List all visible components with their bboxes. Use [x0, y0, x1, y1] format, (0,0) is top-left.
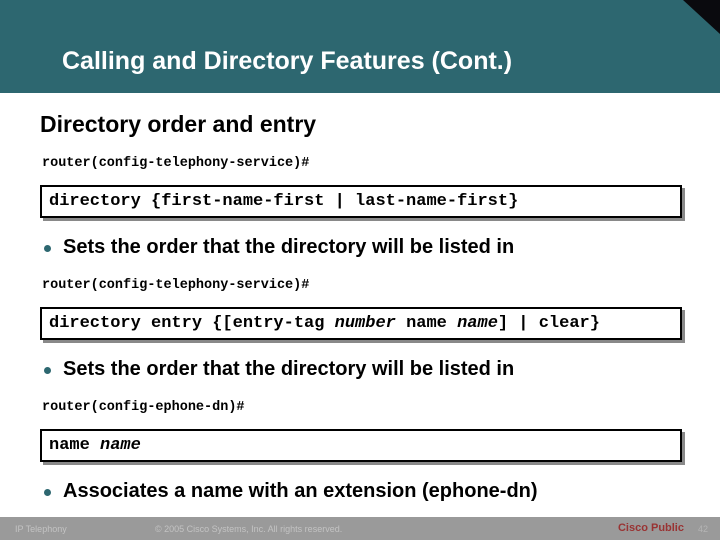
slide-header: Calling and Directory Features (Cont.) — [0, 0, 720, 93]
command-text: name name — [49, 436, 141, 455]
bullet-dot-icon — [44, 244, 51, 252]
bullet-item: Sets the order that the directory will b… — [42, 235, 682, 259]
cli-prompt: router(config-telephony-service)# — [42, 278, 310, 293]
cli-prompt: router(config-ephone-dn)# — [42, 400, 245, 415]
bullet-text: Associates a name with an extension (eph… — [63, 480, 538, 502]
command-text: directory entry {[entry-tag number name … — [49, 314, 600, 333]
bullet-text: Sets the order that the directory will b… — [63, 236, 515, 258]
command-section-directory-entry: router(config-telephony-service)# direct… — [0, 278, 720, 381]
bullet-dot-icon — [44, 366, 51, 374]
corner-triangle-decoration — [683, 0, 720, 34]
page-number: 42 — [697, 524, 708, 534]
command-box: directory entry {[entry-tag number name … — [40, 307, 682, 340]
bullet-item: Sets the order that the directory will b… — [42, 357, 682, 381]
command-box: name name — [40, 429, 682, 462]
cli-prompt: router(config-telephony-service)# — [42, 156, 310, 171]
slide-body: Directory order and entry router(config-… — [0, 93, 720, 503]
command-section-ephone-dn-name: router(config-ephone-dn)# name name Asso… — [0, 400, 720, 503]
bullet-text: Sets the order that the directory will b… — [63, 358, 515, 380]
footer-product-label: IP Telephony — [15, 524, 67, 534]
footer-copyright: © 2005 Cisco Systems, Inc. All rights re… — [155, 524, 343, 534]
topic-heading: Directory order and entry — [40, 111, 317, 137]
command-box: directory {first-name-first | last-name-… — [40, 185, 682, 218]
command-section-directory-order: router(config-telephony-service)# direct… — [0, 156, 720, 259]
slide-footer: IP Telephony © 2005 Cisco Systems, Inc. … — [0, 517, 720, 540]
bullet-item: Associates a name with an extension (eph… — [42, 479, 682, 503]
slide-title: Calling and Directory Features (Cont.) — [62, 47, 513, 75]
command-text: directory {first-name-first | last-name-… — [49, 192, 519, 211]
footer-classification-label: Cisco Public — [617, 522, 684, 534]
bullet-dot-icon — [44, 488, 51, 496]
